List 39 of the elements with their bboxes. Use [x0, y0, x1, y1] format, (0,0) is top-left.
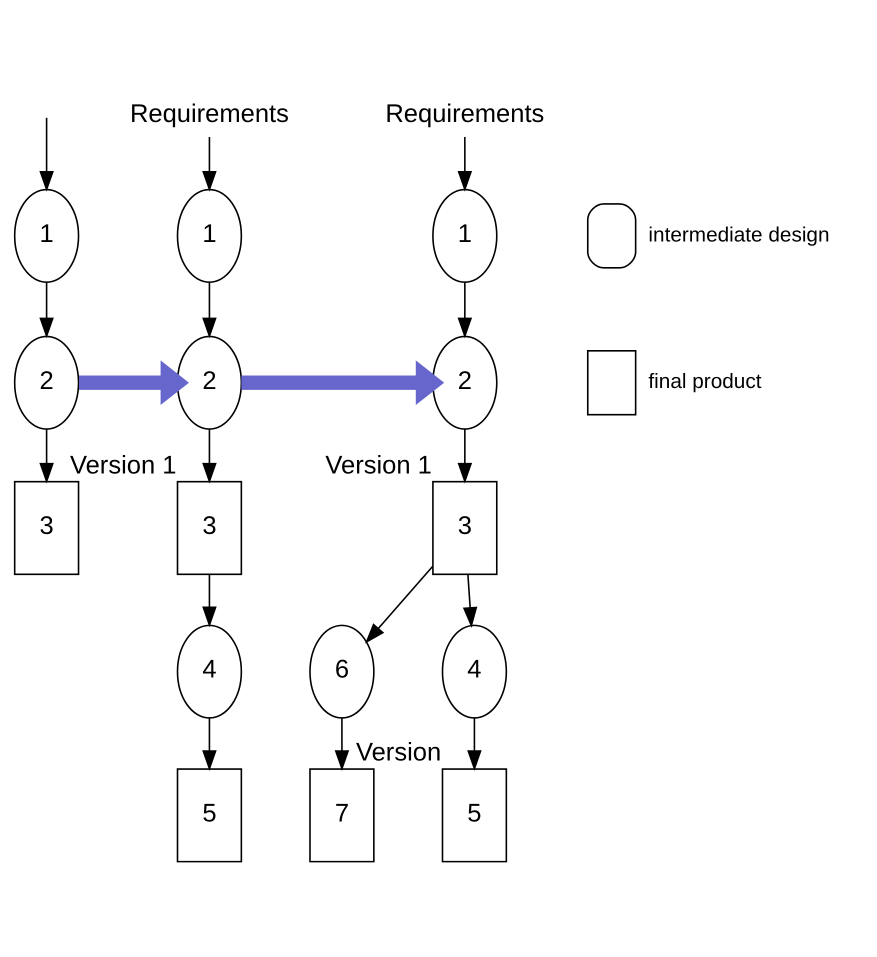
arrow: [458, 136, 472, 192]
arrow: [241, 360, 444, 406]
node-label: Version 1: [70, 451, 176, 480]
arrow: [365, 566, 434, 644]
arrow: [79, 360, 189, 406]
arrow: [39, 429, 54, 484]
node-ellipse: 4: [442, 624, 508, 719]
arrow: [202, 718, 217, 771]
node-ellipse: 4: [176, 624, 242, 719]
node-box: 7: [309, 768, 375, 862]
arrow: [202, 574, 217, 628]
node-ellipse: 2: [176, 336, 242, 430]
arrow: [202, 136, 217, 192]
arrow: [458, 429, 472, 484]
node-ellipse: 2: [14, 336, 80, 430]
node-text: Requirements: [130, 100, 289, 128]
arrow: [39, 282, 54, 338]
node-ellipse: 2: [432, 336, 498, 430]
legend-label: intermediate design: [648, 223, 830, 246]
arrow: [334, 718, 350, 771]
arrow: [202, 282, 217, 338]
node-box: 3: [14, 480, 80, 576]
node-ellipse: 1: [176, 188, 242, 283]
node-label: Version: [356, 738, 442, 767]
arrow: [458, 282, 472, 338]
arrow: [202, 429, 217, 484]
node-ellipse: 6: [309, 624, 375, 719]
node-box: 5: [176, 768, 242, 862]
node-label: Version 1: [325, 451, 432, 480]
node-box: 3: [176, 480, 242, 576]
node-box: 3: [432, 480, 498, 576]
node-ellipse: 1: [14, 188, 80, 283]
arrow: [462, 574, 478, 628]
node-box: 5: [442, 768, 508, 862]
node-text: Requirements: [385, 100, 544, 128]
legend-label: final product: [648, 370, 762, 394]
arrow: [39, 118, 54, 192]
node-ellipse: 1: [432, 188, 498, 283]
arrow: [467, 718, 482, 771]
